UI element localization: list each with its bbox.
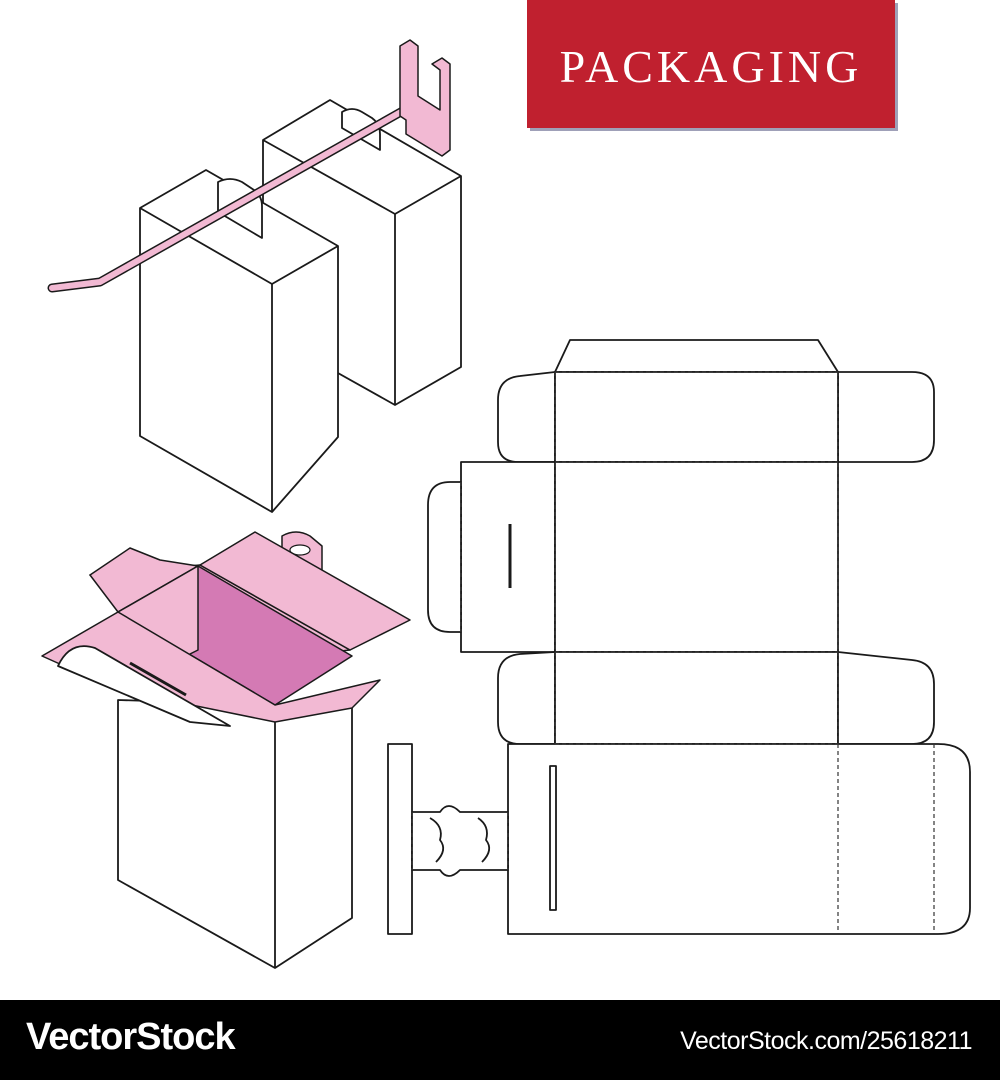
footer-logo: VectorStock <box>26 1016 236 1058</box>
packaging-banner: PACKAGING <box>527 0 895 128</box>
hook-rod <box>47 39 451 293</box>
hanging-boxes-on-hook <box>47 39 462 513</box>
banner-title: PACKAGING <box>559 40 863 92</box>
open-box <box>41 531 411 969</box>
footer-url: VectorStock.com/25618211 <box>680 1027 972 1055</box>
packaging-illustration <box>41 39 971 969</box>
watermark-footer: VectorStock VectorStock.com/25618211 <box>0 1000 1000 1080</box>
box-dieline <box>387 339 971 935</box>
